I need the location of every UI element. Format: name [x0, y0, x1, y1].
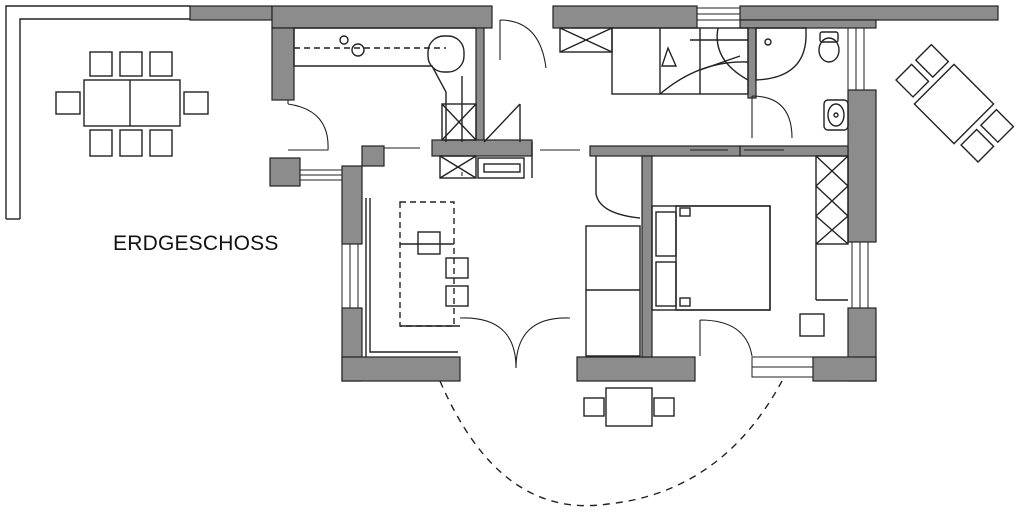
staircase [611, 27, 749, 95]
bathroom-fixtures [755, 27, 849, 131]
outdoor-table-south [583, 387, 675, 427]
hall-lines [483, 103, 533, 178]
wardrobes [439, 27, 849, 245]
floor-label: ERDGESCHOSS [113, 232, 279, 255]
kitchen-island [365, 198, 469, 357]
outdoor-table-right [895, 43, 1015, 163]
sofa [585, 156, 641, 357]
terrace-outline [5, 5, 190, 220]
windows [299, 7, 869, 378]
walls [189, 5, 999, 382]
kitchen-counter [293, 27, 477, 142]
doors [287, 19, 793, 369]
terrace-arc [439, 380, 783, 507]
bed [651, 205, 848, 337]
outdoor-table-left [55, 51, 209, 157]
